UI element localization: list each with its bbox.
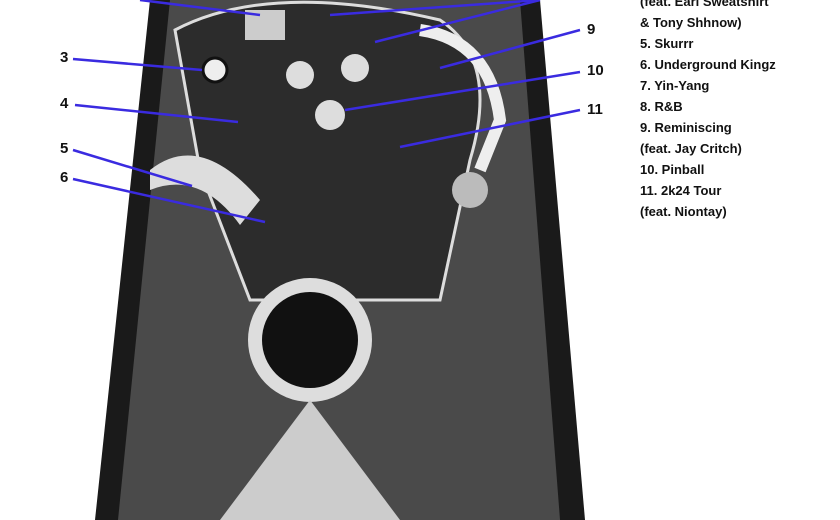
callout-4: 4 — [60, 95, 69, 112]
callout-5: 5 — [60, 140, 69, 157]
chevron-lane — [150, 155, 260, 225]
callout-9: 9 — [587, 21, 596, 38]
track-line: 9. Reminiscing — [640, 120, 732, 135]
bumper — [315, 100, 345, 130]
pinball — [452, 172, 488, 208]
lower-spikes — [220, 400, 400, 520]
track-line: 11. 2k24 Tour — [640, 183, 722, 198]
track-line: (feat. Niontay) — [640, 204, 727, 219]
bumper — [341, 54, 369, 82]
callout-11: 11 — [587, 101, 603, 118]
track-line: & Tony Shhnow) — [640, 15, 742, 30]
center-disc-inner — [262, 292, 358, 388]
track-line: (feat. Earl Sweatshirt — [640, 0, 769, 9]
callout-10: 10 — [587, 62, 604, 79]
track-line: (feat. Jay Critch) — [640, 141, 742, 156]
ramp — [419, 24, 507, 173]
callout-arrows — [72, 0, 581, 224]
callout-6: 6 — [60, 169, 69, 186]
track-line: 6. Underground Kingz — [640, 57, 776, 72]
upper-lanes — [173, 0, 482, 302]
track-line: 10. Pinball — [640, 162, 705, 177]
tracklist: (feat. Earl Sweatshirt & Tony Shhnow) 5.… — [640, 0, 776, 222]
callout-3: 3 — [60, 49, 69, 66]
bumper — [286, 61, 314, 89]
track-line: 8. R&B — [640, 99, 683, 114]
track-line: 7. Yin-Yang — [640, 78, 710, 93]
track-line: 5. Skurrr — [640, 36, 694, 51]
target-3 — [201, 56, 229, 84]
